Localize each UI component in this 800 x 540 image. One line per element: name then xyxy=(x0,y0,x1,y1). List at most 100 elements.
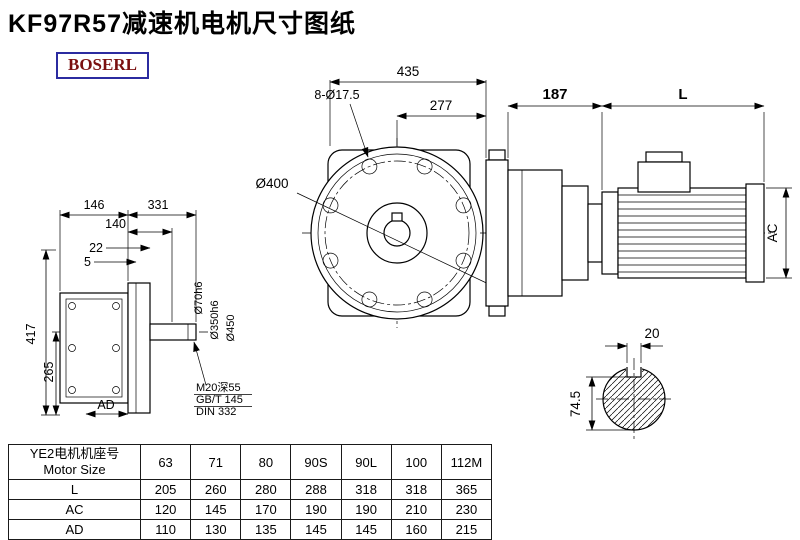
table-row-AC: AC 120 145 170 190 190 210 230 xyxy=(8,499,493,520)
dimension-table: YE2电机机座号 Motor Size 63 71 80 90S 90L 100… xyxy=(8,444,493,540)
housing-bolt xyxy=(68,344,76,352)
housing-side xyxy=(59,292,129,404)
cell: 215 xyxy=(440,519,493,540)
dim-flange-od-label: Ø450 xyxy=(225,315,237,342)
bore-boss-circle xyxy=(366,202,428,264)
dim-bolt-holes-label: 8-Ø17.5 xyxy=(314,88,359,102)
cell: 145 xyxy=(290,519,342,540)
dim-spigot-dia-label: Ø350h6 xyxy=(209,300,221,339)
fan-cover xyxy=(745,183,765,283)
housing-bolt xyxy=(112,386,120,394)
dim-435-label: 435 xyxy=(397,64,420,79)
dim-AD-label: AD xyxy=(97,398,114,412)
dim-L-label: L xyxy=(678,86,687,103)
table-col-1: 71 xyxy=(190,444,242,480)
gearbox-body xyxy=(507,169,563,297)
brand-logo: BOSERL xyxy=(56,52,149,79)
flange-bolt-bottom xyxy=(488,305,506,317)
terminal-box-cap xyxy=(645,151,683,163)
table-col-5: 100 xyxy=(390,444,442,480)
housing-bolt xyxy=(68,386,76,394)
row-label: L xyxy=(8,479,141,500)
flange-bolt-top xyxy=(488,149,506,161)
gearbox-input-section xyxy=(561,185,589,281)
cell: 280 xyxy=(240,479,292,500)
note-thread-label: M20深55 xyxy=(196,381,241,394)
output-flange xyxy=(127,282,151,414)
bolt-hole xyxy=(416,158,433,175)
housing-bolt xyxy=(112,302,120,310)
dim-74-5-label: 74.5 xyxy=(568,391,583,417)
table-header-en: Motor Size xyxy=(43,462,106,477)
bolt-hole xyxy=(416,291,433,308)
table-row-L: L 205 260 280 288 318 318 365 xyxy=(8,479,493,500)
front-flange-view: Ø400 435 277 8-Ø17.5 xyxy=(255,64,498,328)
cell: 205 xyxy=(139,479,192,500)
motor-flange xyxy=(601,191,619,275)
cell: 135 xyxy=(240,519,292,540)
cell: 318 xyxy=(340,479,392,500)
assembly-side-view: 187 L AC xyxy=(480,86,792,317)
dim-20-label: 20 xyxy=(644,326,659,341)
mounting-flange-plate xyxy=(485,159,509,307)
cell: 145 xyxy=(340,519,392,540)
cell: 160 xyxy=(390,519,442,540)
table-col-3: 90S xyxy=(290,444,342,480)
note-std2-label: DIN 332 xyxy=(196,406,236,418)
motor-body xyxy=(617,187,747,279)
bore-keyway xyxy=(391,212,403,222)
table-row-AD: AD 110 130 135 145 145 160 215 xyxy=(8,519,493,540)
bolt-hole xyxy=(455,197,472,214)
cell: 190 xyxy=(340,499,392,520)
dim-417-label: 417 xyxy=(24,324,38,345)
dim-187-label: 187 xyxy=(542,86,567,103)
table-col-0: 63 xyxy=(139,444,192,480)
row-label: AD xyxy=(8,519,141,540)
bolt-hole xyxy=(361,291,378,308)
bolt-hole xyxy=(361,158,378,175)
cell: 170 xyxy=(240,499,292,520)
dim-265-label: 265 xyxy=(42,362,56,383)
cell: 318 xyxy=(390,479,442,500)
bolt-circle xyxy=(324,160,470,306)
cell: 190 xyxy=(290,499,342,520)
coupling-housing xyxy=(587,203,603,263)
table-col-6: 112M xyxy=(440,444,493,480)
technical-drawing: Ø400 435 277 8-Ø17.5 187 xyxy=(24,64,792,440)
table-col-2: 80 xyxy=(240,444,292,480)
cell: 130 xyxy=(190,519,242,540)
table-header-cn: YE2电机机座号 xyxy=(29,446,120,461)
housing-bolt xyxy=(112,344,120,352)
cell: 365 xyxy=(440,479,493,500)
cell: 230 xyxy=(440,499,493,520)
output-shaft xyxy=(149,323,197,341)
motor-cooling-fins xyxy=(618,194,746,273)
bolt-hole xyxy=(455,252,472,269)
dim-331-label: 331 xyxy=(148,198,169,212)
dim-flange-dia-label: Ø400 xyxy=(255,176,288,191)
table-header-row: YE2电机机座号 Motor Size 63 71 80 90S 90L 100… xyxy=(8,444,493,480)
dim-shaft-dia-label: Ø70h6 xyxy=(193,281,205,314)
flange-outer-circle xyxy=(310,146,484,320)
cell: 260 xyxy=(190,479,242,500)
shaft-cross-section: 20 74.5 xyxy=(568,326,672,440)
keyway-notch xyxy=(626,367,642,378)
row-label: AC xyxy=(8,499,141,520)
dim-277-label: 277 xyxy=(430,98,453,113)
cell: 210 xyxy=(390,499,442,520)
cell: 120 xyxy=(139,499,192,520)
dim-22-label: 22 xyxy=(89,241,103,255)
dim-140-label: 140 xyxy=(105,217,126,231)
page-title: KF97R57减速机电机尺寸图纸 xyxy=(8,10,356,38)
dim-AC-label: AC xyxy=(765,223,780,242)
table-col-4: 90L xyxy=(340,444,392,480)
dim-146-label: 146 xyxy=(84,198,105,212)
terminal-box xyxy=(637,161,691,193)
note-std1-label: GB/T 145 xyxy=(196,394,243,406)
dim-5-label: 5 xyxy=(84,255,91,269)
cell: 145 xyxy=(190,499,242,520)
table-header-motor-size: YE2电机机座号 Motor Size xyxy=(8,444,141,480)
bolt-hole xyxy=(322,252,339,269)
housing-bolt xyxy=(68,302,76,310)
cell: 110 xyxy=(139,519,192,540)
